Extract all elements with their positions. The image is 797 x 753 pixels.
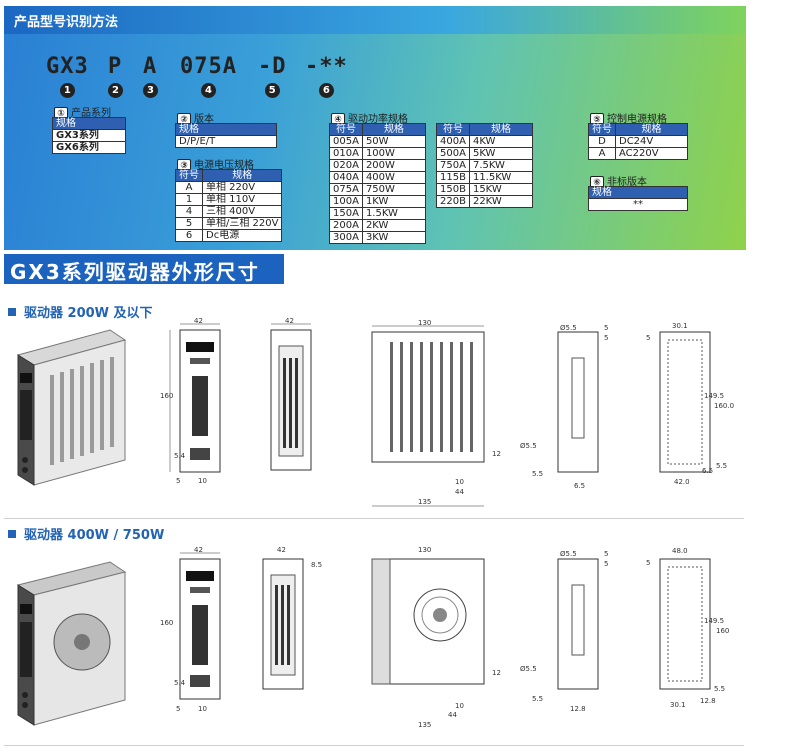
dim-label: 12.8 xyxy=(570,705,586,713)
dim-label: 5.5 xyxy=(532,695,543,703)
dim-label: 5 xyxy=(176,477,180,485)
back-view-400w: 48.0 5 149.5 160 30.1 12.8 5.5 xyxy=(646,547,729,709)
dim-label: 160.0 xyxy=(714,402,734,410)
dim-label: 10 xyxy=(455,702,464,710)
code-part-5: -D 5 xyxy=(258,54,287,98)
code-part-1: GX3 1 xyxy=(46,54,89,98)
dim-label: Ø5.5 xyxy=(520,442,537,450)
dim-label: 160 xyxy=(160,619,173,627)
dim-label: 12 xyxy=(492,450,501,458)
front-view-200w: 42 160 5.4 5 10 xyxy=(160,317,221,485)
spec2-table: 规格 D/P/E/T xyxy=(175,123,277,148)
banner-title-bar xyxy=(4,6,746,34)
dim-label: 5 xyxy=(604,550,608,558)
mount-view-200w: Ø5.5 5 5 Ø5.5 5.5 6.5 xyxy=(520,324,608,490)
dim-label: 42 xyxy=(194,317,203,325)
dim-label: 5 xyxy=(604,334,608,342)
dim-label: 149.5 xyxy=(704,617,724,625)
side-view-400w: 42 8.5 xyxy=(262,546,322,690)
dim-label: 42 xyxy=(285,317,294,325)
section1-title: 驱动器 200W 及以下 xyxy=(8,302,153,321)
dim-label: 5 xyxy=(604,560,608,568)
series-title-bar xyxy=(4,254,284,284)
section-divider xyxy=(4,745,744,746)
banner-title: 产品型号识别方法 xyxy=(14,15,119,30)
dim-label: Ø5.5 xyxy=(560,324,577,332)
dim-label: 8.5 xyxy=(311,561,322,569)
number-badge: 2 xyxy=(108,83,123,98)
number-badge: 3 xyxy=(143,83,158,98)
section-divider xyxy=(4,518,744,519)
mount-view-400w: Ø5.5 5 5 Ø5.5 5.5 12.8 xyxy=(520,550,608,713)
dim-label: 135 xyxy=(418,498,431,506)
dim-label: 10 xyxy=(455,478,464,486)
side-view-200w: 42 xyxy=(270,317,312,471)
top-view-400w: 130 12 135 10 44 xyxy=(371,546,501,729)
dim-label: 6.5 xyxy=(702,467,713,475)
dim-label: 5.4 xyxy=(174,679,186,687)
drive-photo-400w xyxy=(16,561,127,726)
drive-photo-200w xyxy=(16,329,127,486)
dim-label: 5 xyxy=(646,334,650,342)
number-badge: 4 xyxy=(200,83,216,98)
dim-label: 135 xyxy=(418,721,431,729)
number-badge: 1 xyxy=(59,83,75,98)
dim-label: 30.1 xyxy=(672,322,688,330)
dim-label: 5 xyxy=(646,559,650,567)
dim-label: 160 xyxy=(160,392,173,400)
dim-label: 12.8 xyxy=(700,697,716,705)
dim-label: Ø5.5 xyxy=(560,550,577,558)
dim-label: 130 xyxy=(418,319,431,327)
code-part-4: 075A 4 xyxy=(180,54,237,98)
series-title: GX3系列驱动器外形尺寸 xyxy=(10,260,260,284)
dim-label: 42 xyxy=(277,546,286,554)
dim-label: 12 xyxy=(492,669,501,677)
dim-label: Ø5.5 xyxy=(520,665,537,673)
dim-label: 5 xyxy=(176,705,180,713)
top-view-200w: 130 12 135 10 44 xyxy=(371,319,501,507)
spec6-table: 规格 ** xyxy=(588,186,688,211)
dim-label: 30.1 xyxy=(670,701,686,709)
dim-label: 5 xyxy=(604,324,608,332)
dim-label: 5.4 xyxy=(174,452,186,460)
dim-label: 42 xyxy=(194,546,203,554)
spec1-table: 规格 GX3系列 GX6系列 xyxy=(52,117,126,154)
number-badge: 5 xyxy=(264,83,280,98)
dim-label: 6.5 xyxy=(574,482,585,490)
dim-label: 5.5 xyxy=(714,685,725,693)
back-view-200w: 30.1 5 149.5 160.0 6.5 5.5 42.0 xyxy=(646,322,734,486)
dim-label: 5.5 xyxy=(532,470,543,478)
dim-label: 42.0 xyxy=(674,478,690,486)
dim-label: 44 xyxy=(448,711,457,719)
dim-label: 44 xyxy=(455,488,464,496)
number-badge: 6 xyxy=(318,83,334,98)
bullet-square-icon xyxy=(8,530,16,538)
dim-label: 5.5 xyxy=(716,462,727,470)
bullet-square-icon xyxy=(8,308,16,316)
dim-label: 149.5 xyxy=(704,392,724,400)
dim-label: 10 xyxy=(198,705,207,713)
dim-label: 10 xyxy=(198,477,207,485)
dim-label: 48.0 xyxy=(672,547,688,555)
section2-title: 驱动器 400W / 750W xyxy=(8,524,164,543)
dim-label: 130 xyxy=(418,546,431,554)
code-part-2: P 2 xyxy=(108,54,123,98)
code-part-6: -** 6 xyxy=(305,54,348,98)
dim-label: 160 xyxy=(716,627,729,635)
front-view-400w: 42 160 5.4 5 10 xyxy=(160,546,221,713)
code-part-3: A 3 xyxy=(143,54,158,98)
